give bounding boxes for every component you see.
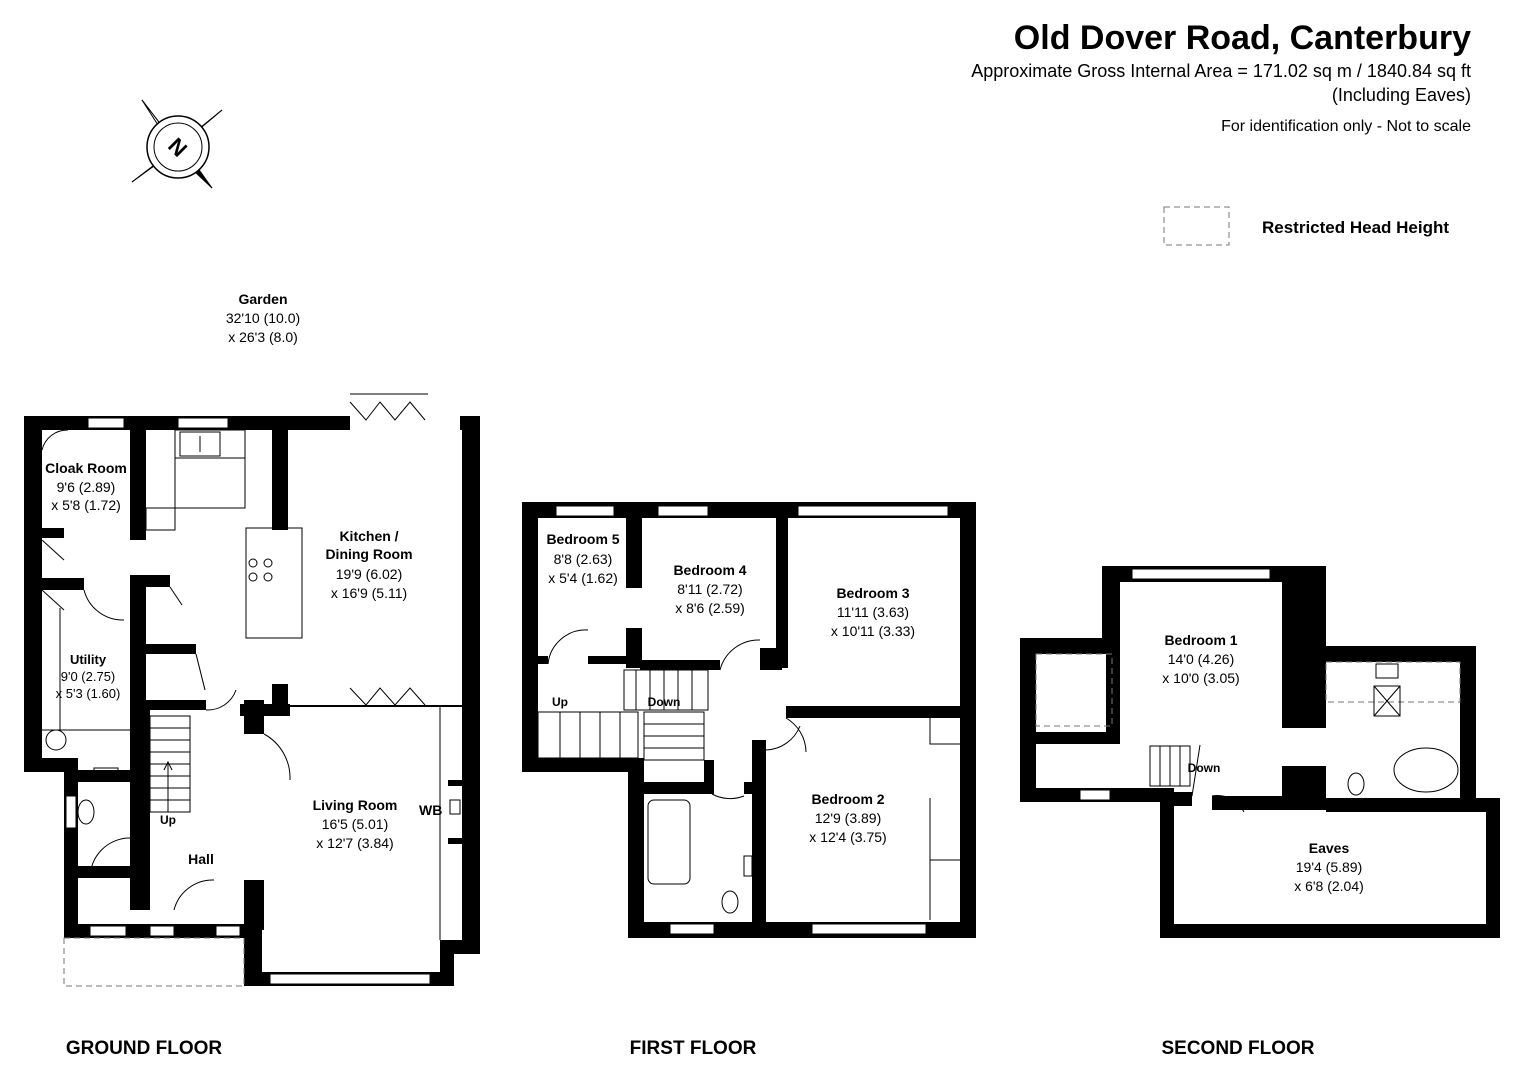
kitchen-dim2: x 16'9 (5.11) [331,585,407,601]
bedroom-4-dim2: x 8'6 (2.59) [675,600,745,616]
basin-icon [1375,663,1399,679]
gross-area-text: Approximate Gross Internal Area = 171.02… [971,61,1471,81]
restricted-head-height-swatch [1163,206,1230,246]
first-floor-stairs [537,669,709,761]
bedroom-4-dim1: 8'11 (2.72) [677,581,742,597]
eaves-note: (Including Eaves) [1332,85,1471,105]
kitchen-label-2: Dining Room [325,546,412,562]
first-down-label: Down [648,695,681,709]
bedroom-5-dim1: 8'8 (2.63) [554,551,613,567]
second-floor-plan [1020,566,1500,938]
eaves-label: Eaves [1309,840,1350,856]
bedroom-1-dim2: x 10'0 (3.05) [1162,670,1239,686]
living-room-dim2: x 12'7 (3.84) [316,835,393,851]
toilet-icon [721,890,739,914]
bedroom-1-label: Bedroom 1 [1164,632,1237,648]
basin-icon [743,855,753,877]
utility-dim2: x 5'3 (1.60) [56,686,121,701]
first-floor-label: FIRST FLOOR [630,1038,757,1059]
disclaimer-text: For identification only - Not to scale [1221,118,1471,135]
garden-dim1: 32'10 (10.0) [226,310,300,326]
boiler-icon [45,729,67,751]
ground-floor-plan [24,393,480,987]
plan-title: Old Dover Road, Canterbury [1014,19,1471,57]
utility-dim1: 9'0 (2.75) [61,669,116,684]
cloak-room-dim2: x 5'8 (1.72) [51,497,121,513]
bath-icon [647,799,691,885]
second-down-label: Down [1188,761,1221,775]
sink-icon [179,431,221,457]
bedroom-2-label: Bedroom 2 [811,791,884,807]
bedroom-3-label: Bedroom 3 [836,585,909,601]
bedroom-4-label: Bedroom 4 [673,562,746,578]
ground-stairs [149,715,191,813]
cloak-room-dim1: 9'6 (2.89) [57,479,116,495]
bedroom-5-dim2: x 5'4 (1.62) [548,570,618,586]
first-up-label: Up [552,695,568,709]
wb-label: WB [419,802,442,818]
living-room-label: Living Room [313,797,398,813]
ground-floor-label: GROUND FLOOR [66,1038,222,1059]
hall-label: Hall [188,851,214,867]
garden-label: Garden [238,291,287,307]
compass-icon: N [131,99,223,189]
kitchen-label: Kitchen / [339,528,398,544]
bedroom-5-label: Bedroom 5 [546,531,619,547]
bifold-door-icon [349,401,426,421]
garden-dim2: x 26'3 (8.0) [228,329,298,345]
kitchen-dim1: 19'9 (6.02) [336,566,403,582]
basin-icon [93,767,119,779]
shower-icon [1373,685,1401,717]
second-floor-stairs [1149,745,1191,787]
bedroom-2-dim2: x 12'4 (3.75) [809,829,886,845]
ground-up-label: Up [160,813,176,827]
toilet-icon [1347,772,1365,796]
bedroom-1-dim1: 14'0 (4.26) [1168,651,1235,667]
eaves-dim1: 19'4 (5.89) [1296,859,1363,875]
bath-icon [1393,747,1459,793]
toilet-icon [77,799,95,825]
hob-icon [248,558,273,582]
living-room-dim1: 16'5 (5.01) [322,816,389,832]
first-floor-plan [522,502,976,938]
second-floor-label: SECOND FLOOR [1161,1038,1314,1059]
bifold-door-icon [349,687,426,706]
utility-label: Utility [70,652,107,667]
cloak-room-label: Cloak Room [45,460,127,476]
eaves-dim2: x 6'8 (2.04) [1294,878,1364,894]
bedroom-3-dim1: 11'11 (3.63) [837,604,909,620]
bedroom-3-dim2: x 10'11 (3.33) [831,623,915,639]
bedroom-2-dim1: 12'9 (3.89) [815,810,882,826]
restricted-head-height-label: Restricted Head Height [1262,218,1449,237]
